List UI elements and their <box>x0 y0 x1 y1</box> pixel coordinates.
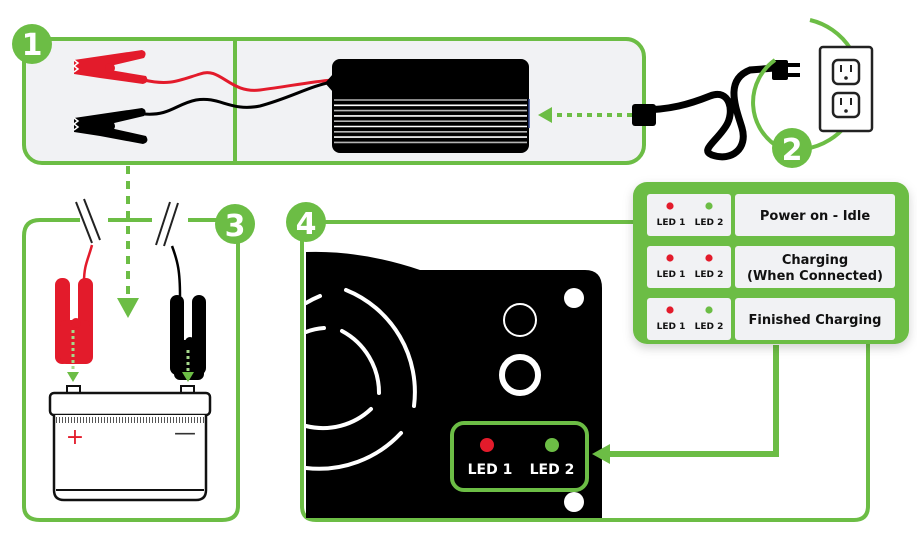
led-2-label: LED 2 <box>530 462 575 478</box>
led-2-dot <box>705 306 713 314</box>
status-cell <box>735 194 895 236</box>
step-2-badge: 2 <box>772 128 812 168</box>
step-4-number: 4 <box>296 207 317 242</box>
step-2-number: 2 <box>782 133 803 168</box>
red-clamp-icon <box>55 278 93 382</box>
led-indicator-panel: LED 1 LED 2 <box>450 421 589 492</box>
led-cell <box>647 298 731 340</box>
step-3-badge: 3 <box>215 204 255 244</box>
positive-terminal-label: + <box>66 425 84 450</box>
led-status-row: LED 1 LED 2 Finished Charging <box>647 298 895 340</box>
led-2-dot <box>705 202 713 210</box>
status-text: Finished Charging <box>749 313 882 328</box>
led-status-row: LED 1 LED 2 Power on - Idle <box>647 194 895 236</box>
led-1-dot <box>666 306 674 314</box>
led-1-label: LED 1 <box>657 322 686 332</box>
arrow-table-to-led-panel <box>592 345 779 464</box>
dotted-arrow-charger-to-battery <box>117 166 139 318</box>
charger-cooling-fins <box>334 99 527 144</box>
negative-terminal-label: — <box>174 421 196 446</box>
led-2-label: LED 2 <box>695 270 724 280</box>
charger-icon <box>325 59 530 153</box>
led-2-label: LED 2 <box>695 322 724 332</box>
step-1-panel <box>22 37 646 165</box>
led-2-dot <box>705 254 713 262</box>
led-1-label: LED 1 <box>657 218 686 228</box>
step-4-panel: LED 1 LED 2 <box>300 220 870 522</box>
step-1-badge: 1 <box>12 24 52 64</box>
step-1-number: 1 <box>22 28 43 63</box>
step-3-number: 3 <box>225 209 246 244</box>
led-2-indicator <box>545 438 559 452</box>
led-cell <box>647 246 731 288</box>
status-text: Charging <box>782 253 848 268</box>
battery-icon: + — <box>48 385 212 502</box>
led-1-dot <box>666 254 674 262</box>
status-cell <box>735 298 895 340</box>
red-clamp-icon <box>72 50 148 84</box>
status-cell <box>735 246 895 288</box>
led-1-label: LED 1 <box>468 462 513 478</box>
dotted-arrow-plug-to-charger <box>538 107 632 123</box>
black-clamp-icon <box>72 108 148 144</box>
led-1-indicator <box>480 438 494 452</box>
step-4-badge: 4 <box>286 202 326 242</box>
step-3-panel: + — <box>22 198 240 522</box>
black-cable <box>143 80 333 116</box>
led-1-dot <box>666 202 674 210</box>
status-subtext: (When Connected) <box>747 269 883 284</box>
led-status-row: LED 1 LED 2 Charging(When Connected) <box>647 246 895 288</box>
power-plug-icon <box>632 60 800 161</box>
led-2-label: LED 2 <box>695 218 724 228</box>
led-1-label: LED 1 <box>657 270 686 280</box>
status-text: Power on - Idle <box>760 209 870 224</box>
black-clamp-icon <box>170 295 206 382</box>
led-cell <box>647 194 731 236</box>
red-cable <box>143 71 333 92</box>
wall-outlet-icon <box>818 45 874 133</box>
